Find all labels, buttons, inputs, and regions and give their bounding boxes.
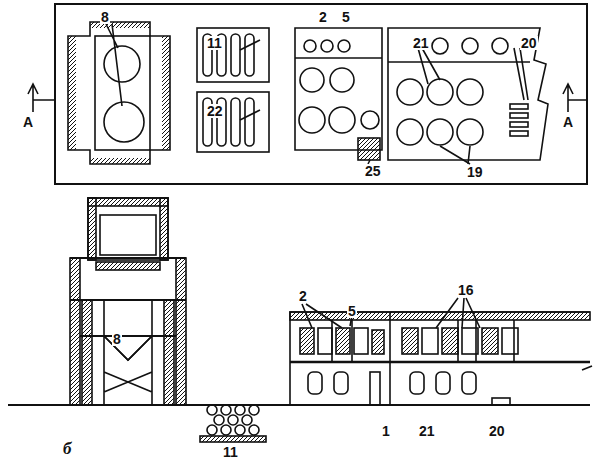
callout-number: 2	[298, 289, 308, 303]
callout-number: 20	[520, 36, 538, 50]
callout-number: 16	[457, 283, 475, 297]
callout-number: 5	[347, 304, 357, 318]
callout-number: 11	[222, 445, 239, 459]
callout-number: 21	[412, 36, 430, 50]
callout-number: 5	[341, 10, 351, 24]
callout-number: б	[62, 440, 72, 457]
callout-number: 21	[418, 424, 436, 438]
callout-number: 19	[466, 165, 484, 179]
callout-number: 8	[100, 10, 110, 24]
callout-number: 11	[206, 36, 223, 50]
callout-number: A	[562, 115, 574, 129]
callout-number: A	[22, 115, 34, 129]
callout-number: 8	[112, 332, 122, 346]
callout-number: 1	[381, 424, 391, 438]
callout-number: 20	[488, 424, 506, 438]
callout-number: 2	[318, 10, 328, 24]
callout-number: 25	[364, 164, 382, 178]
callout-number: 22	[206, 104, 224, 118]
